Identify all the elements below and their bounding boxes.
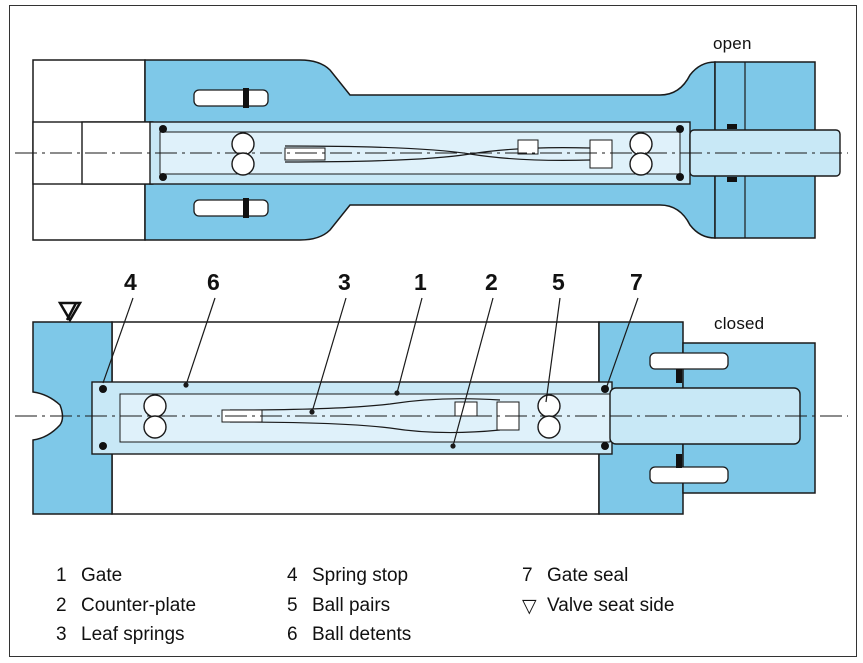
callout-ball-detents: 6 (207, 269, 220, 295)
ball-pair-open-right (629, 132, 653, 176)
bolts-open (193, 89, 269, 217)
open-position-section (15, 59, 848, 241)
valve-seat-block (32, 321, 113, 515)
callout-gate-seal: 7 (630, 269, 643, 295)
legend-text: Valve seat side (547, 595, 675, 616)
legend-number: 1 (56, 565, 67, 586)
legend-text: Gate seal (547, 565, 629, 586)
ball-pair-closed-left (143, 394, 167, 439)
legend-text: Leaf springs (81, 624, 185, 645)
legend-number: 7 (522, 565, 533, 586)
seals-open (159, 124, 737, 182)
legend-number: 5 (287, 595, 298, 616)
state-label-closed: closed (714, 314, 765, 333)
leader-lines (102, 297, 639, 449)
seals-closed (99, 385, 609, 450)
callout-spring-stop: 4 (124, 269, 137, 295)
callout-ball-pairs: 5 (552, 269, 565, 295)
callout-counter-plate: 2 (485, 269, 498, 295)
ball-pair-closed-right (537, 394, 561, 439)
bolts-closed (649, 352, 729, 484)
state-label-open: open (713, 34, 752, 53)
callout-gate: 1 (414, 269, 427, 295)
figure-frame (9, 5, 857, 657)
legend-text: Ball pairs (312, 595, 391, 616)
closed-position-section (15, 297, 848, 515)
legend-number: 2 (56, 595, 67, 616)
legend-text: Ball detents (312, 624, 412, 645)
legend-text: Spring stop (312, 565, 409, 586)
legend-text: Counter-plate (81, 595, 197, 616)
legend-number: 3 (56, 624, 67, 645)
legend-number: 4 (287, 565, 298, 586)
legend-number: 6 (287, 624, 298, 645)
down-triangle-icon (57, 301, 83, 323)
legend-text: Gate (81, 565, 123, 586)
ball-pair-open-left (231, 132, 255, 176)
callout-leaf-springs: 3 (338, 269, 351, 295)
legend-number: ▽ (522, 596, 537, 617)
